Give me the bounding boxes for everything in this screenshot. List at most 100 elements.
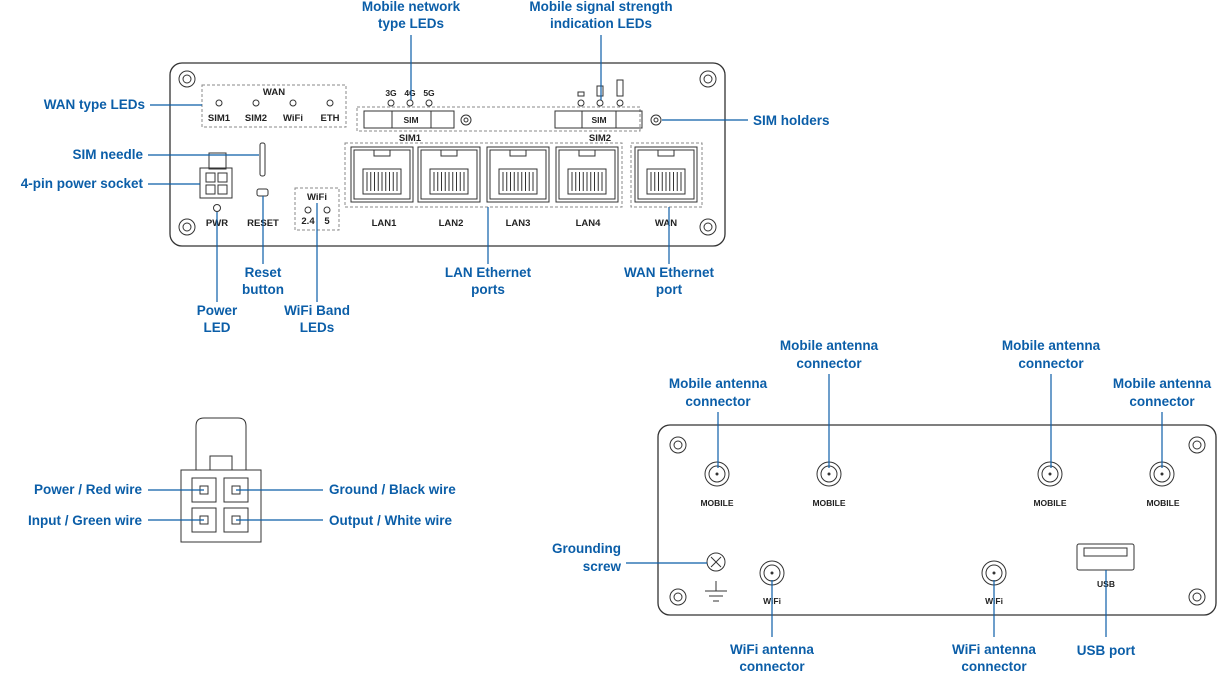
callout-reset-1: Reset — [245, 265, 282, 280]
callout-power-socket: 4-pin power socket — [21, 176, 144, 191]
lan-ports — [350, 146, 619, 203]
sim1-slot-label: SIM — [403, 115, 418, 125]
wifi-led-24 — [304, 206, 312, 214]
callout-ant2-2: connector — [796, 356, 862, 371]
wan-led-wifi — [289, 99, 297, 107]
sim1-label: SIM1 — [399, 133, 422, 144]
wan-led-label-sim2: SIM2 — [245, 113, 267, 124]
callout-lan-ports-2: ports — [471, 282, 505, 297]
mobile-label-3: MOBILE — [1033, 498, 1066, 508]
lan-port-4 — [555, 146, 619, 203]
wan-led-label-wifi: WiFi — [283, 113, 303, 124]
wan-ethernet-port — [634, 146, 698, 203]
callout-ant2-1: Mobile antenna — [780, 338, 879, 353]
callout-sim-holders: SIM holders — [753, 113, 830, 128]
callout-usb-port: USB port — [1077, 643, 1136, 658]
callout-input-wire: Input / Green wire — [28, 513, 143, 528]
sim2-slot-label: SIM — [591, 115, 606, 125]
callout-wifi-ant2-1: WiFi antenna — [952, 642, 1036, 657]
lan-port-2 — [417, 146, 481, 203]
wan-led-label-sim1: SIM1 — [208, 113, 231, 124]
mobile-antenna-connector-3 — [1037, 461, 1063, 487]
ground-symbol-icon — [705, 581, 727, 602]
wifi-led-label-5: 5 — [324, 216, 330, 227]
lan1-label: LAN1 — [372, 218, 398, 229]
lan-port-1 — [350, 146, 414, 203]
back-screw-tr — [1188, 436, 1206, 454]
wan-leds-box — [201, 84, 347, 128]
back-screw-bl — [669, 588, 687, 606]
callout-ant1-1: Mobile antenna — [669, 376, 768, 391]
wan-port — [634, 146, 698, 203]
wan-led-sim1 — [215, 99, 223, 107]
signal-bar-icon-1 — [577, 91, 585, 97]
mobile-antenna-connector-1 — [704, 461, 730, 487]
callout-ant3-1: Mobile antenna — [1002, 338, 1101, 353]
callout-wan-port-2: port — [656, 282, 683, 297]
signal-led-2 — [596, 99, 604, 107]
front-screw-br — [699, 218, 717, 236]
mobile-label-2: MOBILE — [812, 498, 845, 508]
grounding-screw — [706, 552, 726, 572]
signal-bar-icon-3 — [616, 79, 624, 97]
wan-port-label: WAN — [655, 218, 677, 229]
callout-ant1-2: connector — [685, 394, 751, 409]
callout-network-leds-1: Mobile network — [362, 0, 461, 14]
wan-led-label-eth: ETH — [321, 113, 340, 124]
callout-grounding-2: screw — [583, 559, 622, 574]
callout-wifi-band-2: LEDs — [300, 320, 335, 335]
callout-wifi-band-1: WiFi Band — [284, 303, 350, 318]
wan-leds-header: WAN — [263, 87, 285, 98]
callout-wifi-ant2-2: connector — [961, 659, 1027, 674]
lan2-label: LAN2 — [439, 218, 464, 229]
callout-output-wire: Output / White wire — [329, 513, 452, 528]
sim2-label: SIM2 — [589, 133, 611, 144]
lan3-label: LAN3 — [506, 218, 531, 229]
power-connector-detail: Power / Red wire Input / Green wire Grou… — [28, 417, 456, 543]
signal-bar-icon-2 — [596, 85, 604, 97]
callout-signal-leds-1: Mobile signal strength — [529, 0, 672, 14]
callout-ground-wire: Ground / Black wire — [329, 482, 456, 497]
callout-power-wire: Power / Red wire — [34, 482, 143, 497]
sim1-slot — [363, 110, 455, 129]
callout-ant4-1: Mobile antenna — [1113, 376, 1212, 391]
front-screw-tr — [699, 70, 717, 88]
callout-lan-ports-1: LAN Ethernet — [445, 265, 532, 280]
wan-led-eth — [326, 99, 334, 107]
signal-led-3 — [616, 99, 624, 107]
callout-sim-needle: SIM needle — [72, 147, 143, 162]
callout-wifi-ant1-1: WiFi antenna — [730, 642, 814, 657]
back-panel-body — [657, 424, 1217, 616]
net-led-5g — [425, 99, 433, 107]
callout-ant4-2: connector — [1129, 394, 1195, 409]
net-led-3g — [387, 99, 395, 107]
sim-needle — [259, 142, 266, 177]
front-panel: WAN SIM1 SIM2 WiFi ETH 3G 4G 5G SIM — [169, 62, 726, 247]
power-socket-small — [199, 152, 233, 199]
sim2-slot — [554, 110, 643, 129]
front-screw-tl — [178, 70, 196, 88]
sim1-eject-hole — [460, 114, 472, 126]
lan-port-3 — [486, 146, 550, 203]
net-led-label-5g: 5G — [423, 88, 435, 98]
wifi-led-5 — [323, 206, 331, 214]
lan4-label: LAN4 — [576, 218, 602, 229]
back-callouts: Mobile antenna connector Mobile antenna … — [552, 338, 1212, 674]
callout-wan-port-1: WAN Ethernet — [624, 265, 715, 280]
back-panel: MOBILE MOBILE MOBILE MOBILE WiFi — [657, 424, 1217, 616]
callout-network-leds-2: type LEDs — [378, 16, 444, 31]
callout-wifi-ant1-2: connector — [739, 659, 805, 674]
wifi-led-label-24: 2.4 — [301, 216, 315, 227]
callout-power-led-1: Power — [197, 303, 238, 318]
sim2-eject-hole — [650, 114, 662, 126]
net-led-label-4g: 4G — [404, 88, 416, 98]
wan-port-box — [630, 142, 703, 208]
net-led-label-3g: 3G — [385, 88, 397, 98]
callout-wan-type-leds: WAN type LEDs — [44, 97, 145, 112]
callout-grounding-1: Grounding — [552, 541, 621, 556]
wifi-leds-header: WiFi — [307, 192, 327, 203]
back-screw-tl — [669, 436, 687, 454]
callout-power-led-2: LED — [204, 320, 231, 335]
